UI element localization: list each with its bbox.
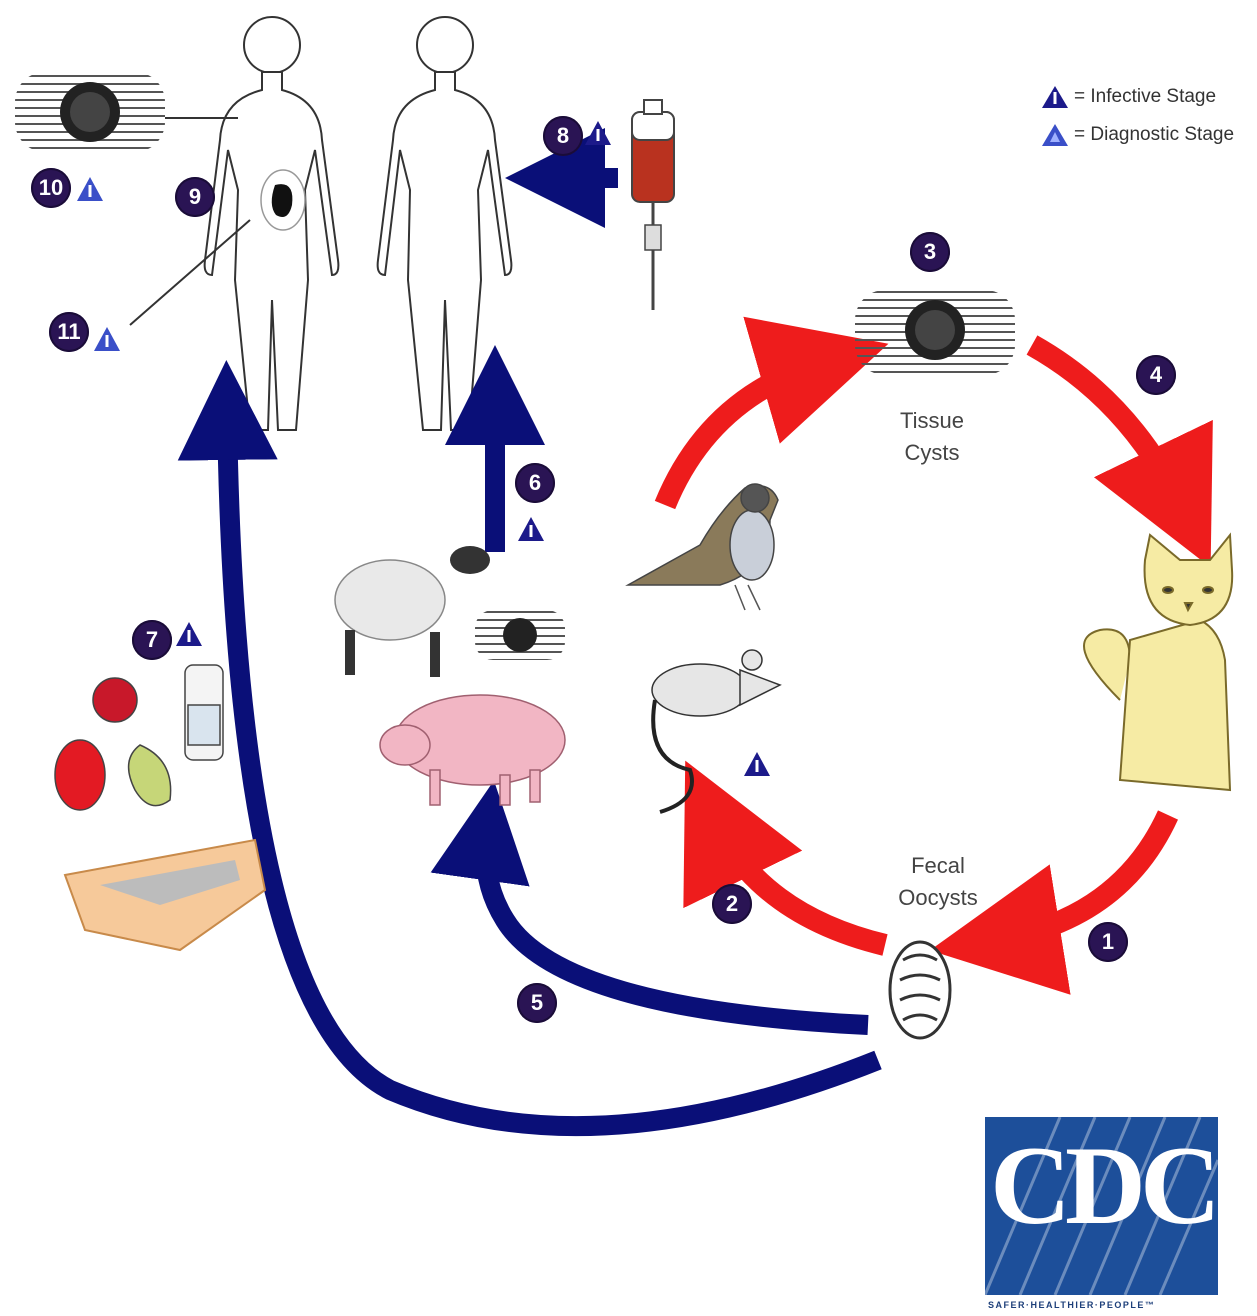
litter-box-icon: [65, 840, 265, 950]
human-figure-right: [378, 17, 512, 430]
tissue-cysts-label: Tissue Cysts: [862, 405, 1002, 469]
diagnostic-triangle-icon: [1040, 122, 1070, 148]
contaminated-food-water-icon: [55, 665, 223, 810]
step-badge-11: 11: [49, 312, 89, 352]
arrow-bird-to-cyst: [665, 362, 825, 505]
step-badge-8: 8: [543, 116, 583, 156]
step-badge-2: 2: [712, 884, 752, 924]
step-badge-4: 4: [1136, 355, 1176, 395]
step-badge-10: 10: [31, 168, 71, 208]
fecal-oocyst-icon: [890, 942, 950, 1038]
tissue-cyst-human-icon: [15, 72, 238, 152]
tissue-cysts-line2: Cysts: [862, 437, 1002, 469]
fecal-oocysts-line2: Oocysts: [868, 882, 1008, 914]
fetus-icon: [261, 170, 305, 230]
infective-triangle-icon: [1040, 84, 1070, 110]
arrow-2: [714, 820, 885, 945]
legend-infective-label: = Infective Stage: [1074, 86, 1216, 108]
legend-diagnostic-label: = Diagnostic Stage: [1074, 124, 1234, 146]
tissue-cyst-sheep-icon: [475, 610, 565, 660]
legend-diagnostic: = Diagnostic Stage: [1040, 122, 1234, 148]
bird-icon: [628, 484, 778, 610]
mouse-icon: [652, 650, 780, 812]
legend-infective: = Infective Stage: [1040, 84, 1216, 110]
step-badge-7: 7: [132, 620, 172, 660]
sheep-icon: [335, 546, 490, 677]
tissue-cysts-line1: Tissue: [862, 405, 1002, 437]
step-badge-6: 6: [515, 463, 555, 503]
fecal-oocysts-label: Fecal Oocysts: [868, 850, 1008, 914]
step-badge-5: 5: [517, 983, 557, 1023]
step-badge-3: 3: [910, 232, 950, 272]
blood-transfusion-icon: [632, 100, 674, 310]
cat-icon: [1084, 535, 1232, 790]
arrow-1: [995, 815, 1168, 940]
cdc-tagline: SAFER·HEALTHIER·PEOPLE™: [988, 1300, 1155, 1310]
step-badge-9: 9: [175, 177, 215, 217]
pig-icon: [380, 695, 565, 805]
fetus-connector-line: [130, 220, 250, 325]
step-badge-1: 1: [1088, 922, 1128, 962]
tissue-cyst-icon: [855, 290, 1015, 375]
cdc-logo-text: CDC: [990, 1130, 1215, 1242]
fecal-oocysts-line1: Fecal: [868, 850, 1008, 882]
